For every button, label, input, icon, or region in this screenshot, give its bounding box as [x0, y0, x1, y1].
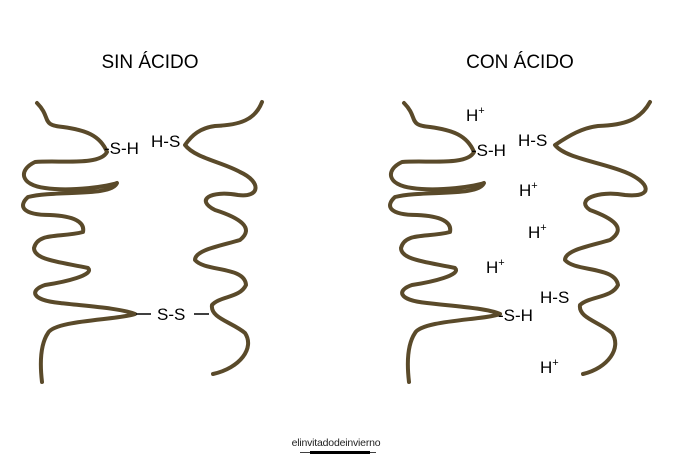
- right-protein-strand: [183, 100, 264, 376]
- panel-with-acid: CON ÁCIDO -S-H H-S -S-H H-S H+ H+ H+ H+ …: [388, 52, 652, 384]
- panel-title-with-acid: CON ÁCIDO: [466, 52, 574, 73]
- right-protein-strand-acid: [553, 100, 652, 376]
- panel-without-acid: SIN ÁCIDO -S-H H-S S-S: [21, 52, 264, 384]
- left-protein-strand: [21, 101, 137, 384]
- left-protein-strand-acid: [388, 101, 502, 384]
- thiol-label-bottom-right: H-S: [540, 288, 569, 307]
- thiol-label-right: H-S: [151, 132, 180, 151]
- proton-label: H+: [528, 222, 547, 242]
- watermark-text: elinvitadodeinvierno: [292, 437, 381, 449]
- proton-label: H+: [519, 180, 538, 200]
- proton-label: H+: [466, 105, 485, 125]
- thiol-label-left: -S-H: [104, 139, 139, 158]
- thiol-label-bottom-left: -S-H: [498, 306, 533, 325]
- proton-label: H+: [486, 257, 505, 277]
- disulfide-bond-label: S-S: [157, 305, 185, 324]
- watermark: elinvitadodeinvierno: [292, 437, 381, 454]
- thiol-label-top-right: H-S: [518, 131, 547, 150]
- panel-title-without-acid: SIN ÁCIDO: [101, 52, 198, 73]
- thiol-label-top-left: -S-H: [471, 141, 506, 160]
- proton-label: H+: [540, 357, 559, 377]
